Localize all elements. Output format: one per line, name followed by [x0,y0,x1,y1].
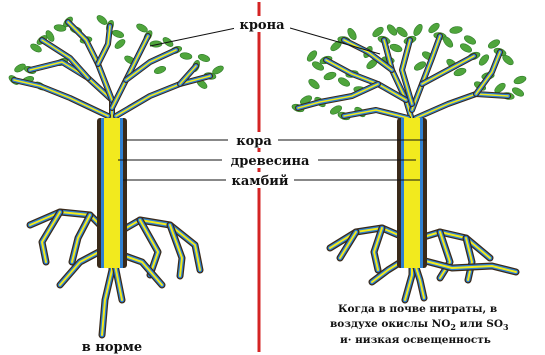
trunk-wood-normal [104,118,120,268]
leaf-icon [153,65,166,75]
label-crown: крона [239,18,285,33]
label-wood: древесина [231,154,310,169]
leaf-icon [307,77,321,90]
leaf-icon [449,26,463,35]
label-stress-line1: Когда в почве нитраты, в [338,303,497,315]
stress-line2-sub2: 3 [503,322,509,332]
tree-stressed [291,21,527,300]
leaf-icon [395,25,409,38]
tree-normal [7,14,224,335]
label-cambium: камбий [231,174,288,189]
branch-wood [412,36,440,110]
label-stress-line3: и· низкая освещенность [340,334,491,346]
stress-line2-text: воздухе окислы NO [330,318,450,330]
leaf-icon [113,38,126,51]
label-normal: в норме [82,340,142,355]
leaf-icon [513,75,527,86]
leaf-icon [13,62,27,74]
stress-line2-mid: или SO [456,318,503,330]
leaf-icon [95,14,108,27]
leaf-icon [111,29,124,39]
label-bark: кора [236,134,272,149]
leaf-icon [180,52,193,60]
leaf-icon [389,43,403,54]
leaf-icon [305,49,318,63]
leaf-icon [337,76,351,88]
label-stress-line2: воздухе окислы NO2 или SO3 [330,318,509,332]
leaf-icon [412,23,424,37]
leaf-icon [323,71,337,82]
crown-leader-left [150,28,236,46]
